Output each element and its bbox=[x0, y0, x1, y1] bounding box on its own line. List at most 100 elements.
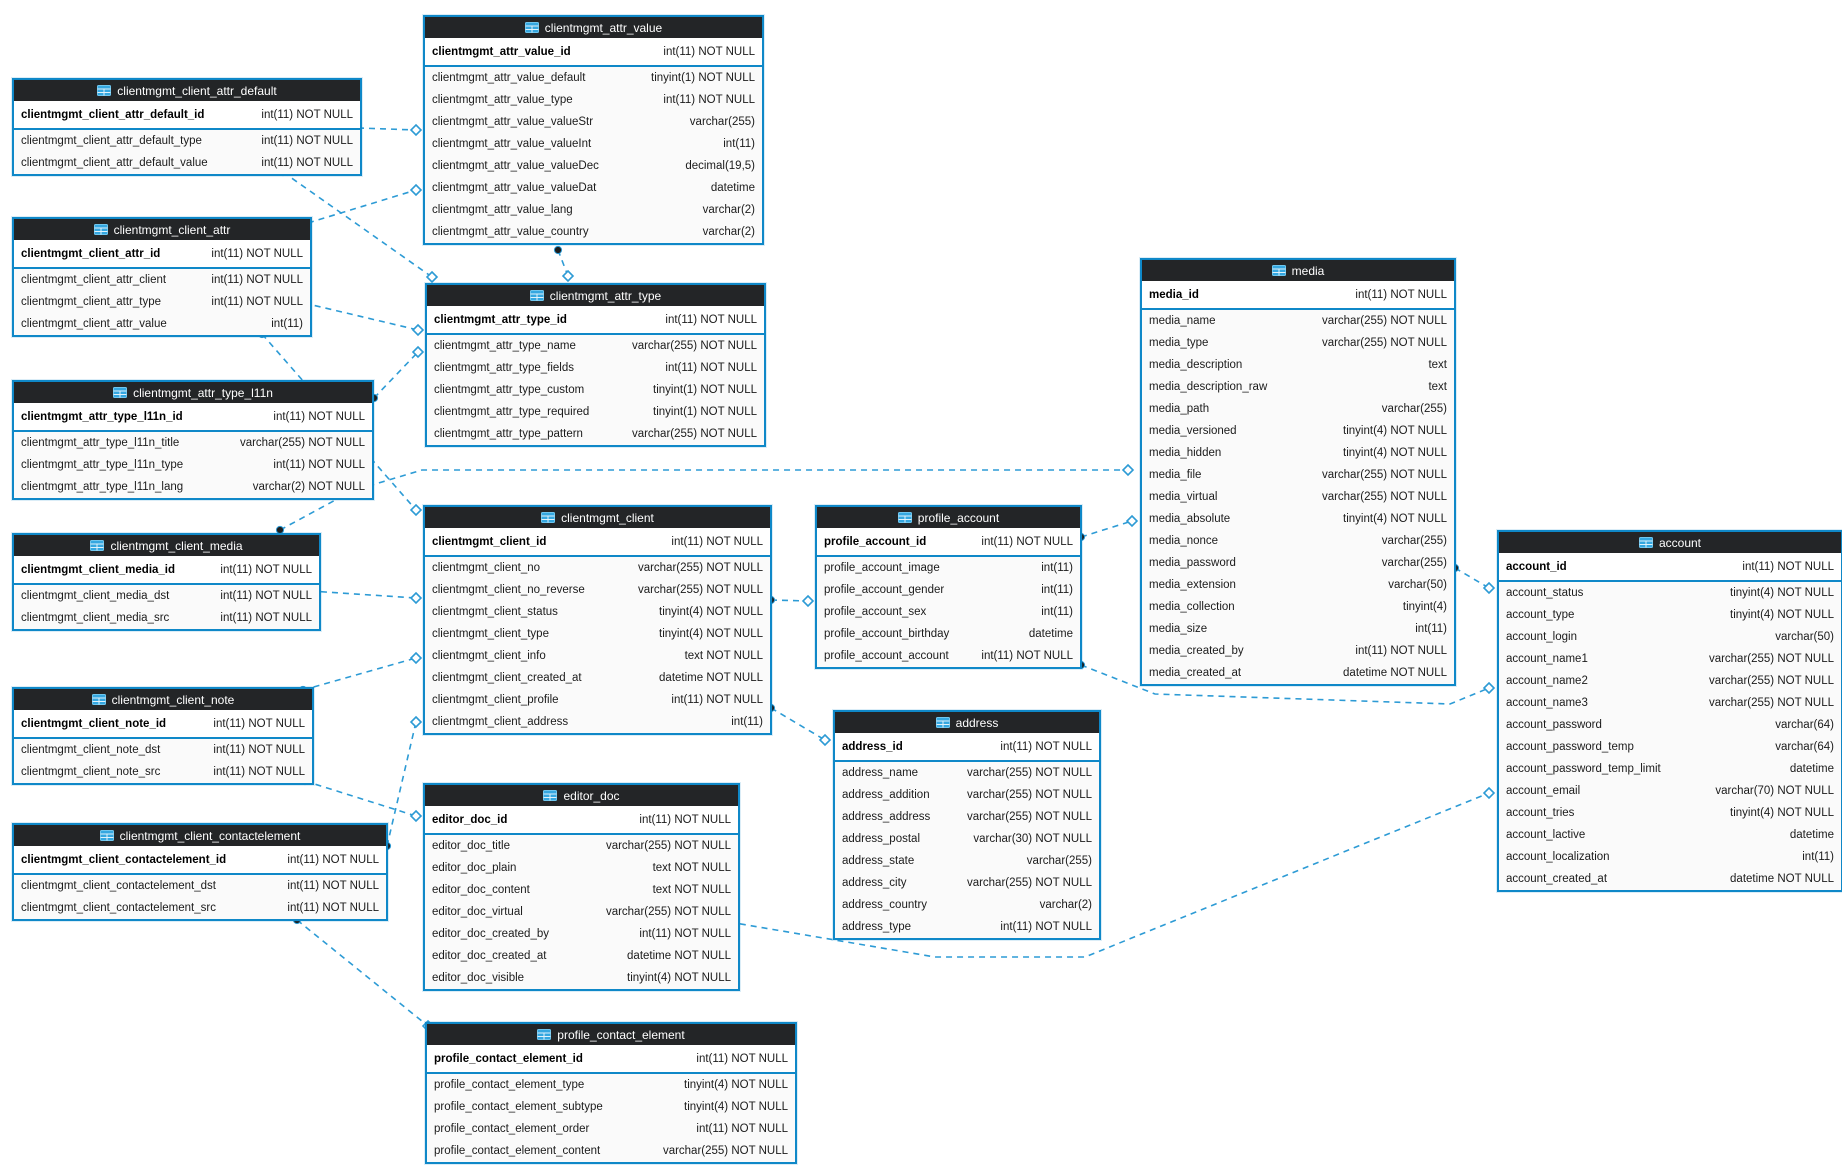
relationship-line-clientmgmt_client_attr_default-clientmgmt_attr_value[interactable] bbox=[357, 127, 417, 131]
relationship-line-clientmgmt_client_note-editor_doc[interactable] bbox=[304, 780, 417, 817]
relationship-line-clientmgmt_client_attr-clientmgmt_attr_type[interactable] bbox=[303, 302, 419, 331]
table-header[interactable]: editor_doc bbox=[425, 785, 738, 806]
relationship-line-clientmgmt_client_media-media[interactable] bbox=[279, 469, 1128, 531]
table-header[interactable]: clientmgmt_client_note bbox=[14, 689, 312, 710]
table-header[interactable]: clientmgmt_attr_type bbox=[427, 285, 764, 306]
relationship-line-clientmgmt_client_contactelement-clientmgmt_client[interactable] bbox=[386, 721, 417, 847]
table-header[interactable]: clientmgmt_attr_type_l11n bbox=[14, 382, 372, 403]
table-clientmgmt_client_note[interactable]: clientmgmt_client_note clientmgmt_client_… bbox=[12, 687, 314, 785]
table-header[interactable]: clientmgmt_client_media bbox=[14, 535, 319, 556]
relationship-line-clientmgmt_attr_type_l11n-clientmgmt_attr_type[interactable] bbox=[373, 351, 419, 399]
table-header[interactable]: clientmgmt_attr_value bbox=[425, 17, 762, 38]
relationship-line-clientmgmt_client-address[interactable] bbox=[770, 707, 826, 741]
table-clientmgmt_client_media[interactable]: clientmgmt_client_media clientmgmt_client… bbox=[12, 533, 321, 631]
table-header[interactable]: clientmgmt_client bbox=[425, 507, 770, 528]
table-clientmgmt_attr_value[interactable]: clientmgmt_attr_value clientmgmt_attr_val… bbox=[423, 15, 764, 245]
relationship-line-clientmgmt_client_note-clientmgmt_client[interactable] bbox=[302, 657, 417, 691]
relationship-line-clientmgmt_client_attr-clientmgmt_attr_value[interactable] bbox=[307, 189, 417, 224]
